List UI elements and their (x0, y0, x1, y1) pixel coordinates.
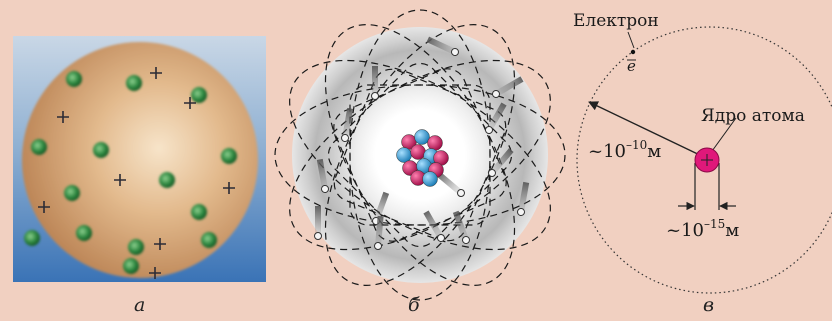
electron-blob (123, 258, 139, 274)
proton (427, 135, 443, 151)
nucleus-plus-icon (701, 154, 713, 166)
orbit-outer (324, 24, 516, 286)
plus-sign (184, 97, 196, 109)
orbit-outer (324, 24, 516, 286)
nucleus-b (396, 129, 449, 187)
electron-with-trail (316, 158, 329, 193)
electron-blob (24, 230, 40, 246)
plus-sign (150, 67, 162, 79)
nucleus-size-label: ~10–15м (666, 217, 739, 241)
proton (410, 144, 426, 160)
orbit-inner (333, 68, 507, 242)
caption-c: в (703, 294, 715, 316)
panel-a-plum-pudding (13, 36, 266, 282)
electron-with-trail (492, 76, 524, 98)
electron-blob (221, 148, 237, 164)
atom-boundary (576, 26, 832, 294)
electron-blob (76, 225, 92, 241)
electron-blob (31, 139, 47, 155)
panel-c-scale: Електрон e Ядро атома ~10–10м ~10–15м (573, 11, 832, 294)
plus-sign (149, 267, 161, 279)
electron-with-trail (517, 181, 530, 216)
electron-trails-group (314, 36, 530, 250)
panel-b-planetary (274, 9, 566, 301)
electron-with-trail (314, 206, 322, 240)
electrons-group (24, 71, 237, 274)
electron-blob (191, 87, 207, 103)
electron-with-trail (341, 107, 354, 142)
electron-with-trail (423, 210, 445, 242)
electron-blob (159, 172, 175, 188)
neutron (414, 129, 430, 145)
caption-b: б (408, 294, 420, 316)
orbit-outer (349, 9, 491, 301)
electron-with-trail (371, 66, 379, 100)
electron-blob (93, 142, 109, 158)
plus-sign (57, 111, 69, 123)
electron-blob (126, 75, 142, 91)
neutron (396, 147, 412, 163)
caption-a: а (134, 294, 146, 316)
atom-radius-arrow (588, 101, 707, 159)
electron-leader (627, 31, 635, 49)
electron-with-trail (485, 102, 507, 134)
orbit-outer (274, 84, 566, 226)
electron-blob (64, 185, 80, 201)
electron-symbol: e (627, 57, 636, 75)
plus-sign (114, 174, 126, 186)
plus-sign (38, 201, 50, 213)
orbit-inner (327, 62, 513, 248)
atom-size-label: ~10–10м (588, 138, 661, 162)
nucleus-label: Ядро атома (701, 106, 805, 126)
electron-blob (128, 239, 144, 255)
electron-with-trail (452, 210, 470, 244)
positive-charges-group (38, 67, 235, 279)
plus-sign (154, 238, 166, 250)
electron-with-trail (436, 171, 465, 197)
orbit-outer (289, 59, 551, 251)
electron-blob (191, 204, 207, 220)
electron-with-trail (488, 148, 514, 177)
electron-blob (201, 232, 217, 248)
electron-with-trail (426, 36, 459, 56)
neutron (422, 171, 438, 187)
electron-with-trail (373, 215, 384, 250)
electron-blob (66, 71, 82, 87)
electron-dot (630, 49, 636, 55)
electron-label: Електрон (573, 11, 659, 31)
plus-sign (223, 182, 235, 194)
